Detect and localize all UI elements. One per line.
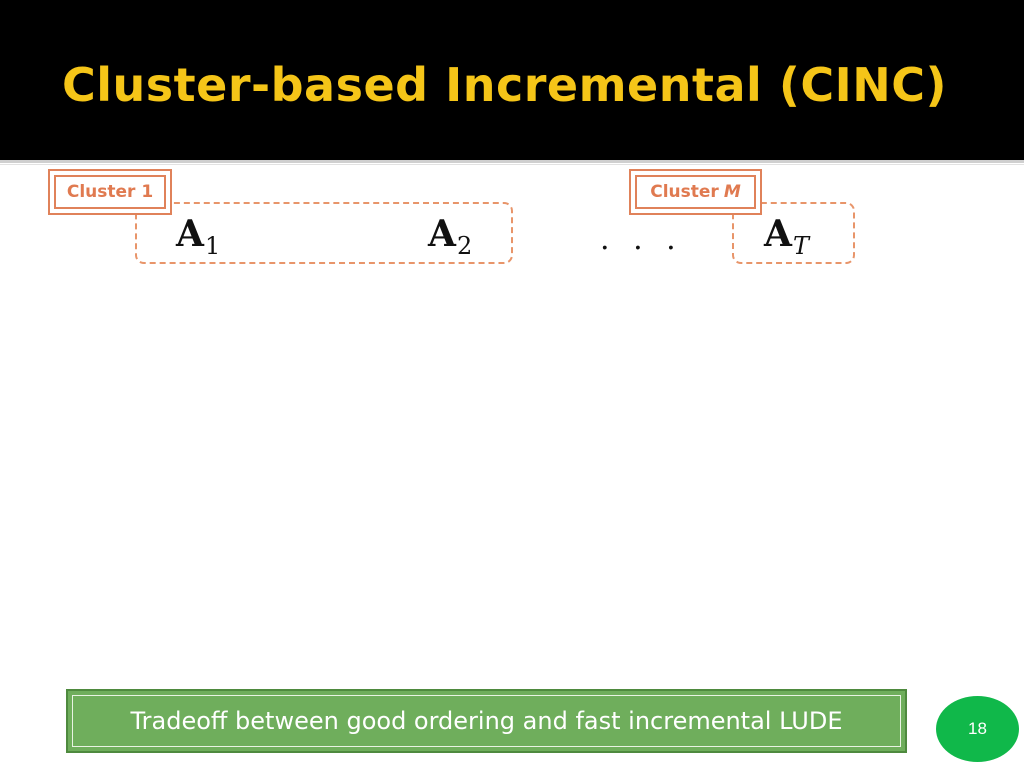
matrix-at-subscript: T bbox=[792, 232, 809, 260]
title-divider-thin bbox=[0, 164, 1024, 165]
cluster-1-label: Cluster 1 bbox=[48, 169, 172, 215]
matrix-a2: A2 bbox=[428, 213, 472, 258]
matrix-at-base: A bbox=[764, 213, 792, 255]
takeaway-box: Tradeoff between good ordering and fast … bbox=[66, 689, 907, 753]
matrix-a1-base: A bbox=[176, 213, 204, 255]
slide-title: Cluster-based Incremental (CINC) bbox=[62, 58, 947, 112]
page-number: 18 bbox=[968, 719, 987, 738]
cluster-m-label-prefix: Cluster bbox=[650, 182, 719, 202]
ellipsis: . . . bbox=[600, 222, 683, 257]
cluster-1-label-text: Cluster 1 bbox=[66, 182, 154, 202]
takeaway-text: Tradeoff between good ordering and fast … bbox=[130, 707, 843, 735]
matrix-a2-base: A bbox=[428, 213, 456, 255]
matrix-a1-subscript: 1 bbox=[204, 232, 221, 260]
cluster-1-region bbox=[135, 202, 513, 264]
page-number-badge: 18 bbox=[936, 696, 1019, 762]
title-divider bbox=[0, 160, 1024, 163]
matrix-a1: A1 bbox=[176, 213, 220, 258]
cluster-m-label-symbol: M bbox=[723, 182, 741, 202]
matrix-a2-subscript: 2 bbox=[456, 232, 473, 260]
matrix-at: AT bbox=[764, 213, 809, 258]
cluster-m-region bbox=[732, 202, 855, 264]
title-bar: Cluster-based Incremental (CINC) bbox=[0, 0, 1024, 160]
